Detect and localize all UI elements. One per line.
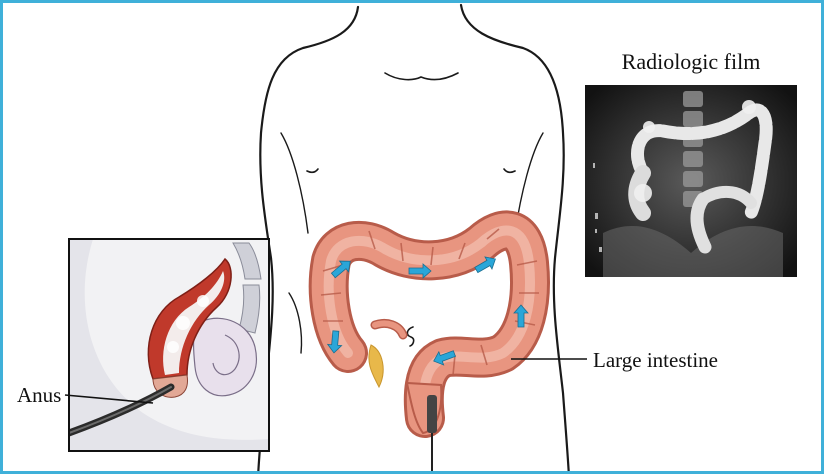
anus-label: Anus [17, 383, 61, 408]
appendix-fat [369, 345, 383, 387]
xray-film [585, 85, 797, 277]
film-title: Radiologic film [585, 49, 797, 75]
large-intestine [321, 229, 539, 474]
inset-cross-section [69, 239, 269, 451]
large-intestine-label: Large intestine [593, 348, 718, 373]
